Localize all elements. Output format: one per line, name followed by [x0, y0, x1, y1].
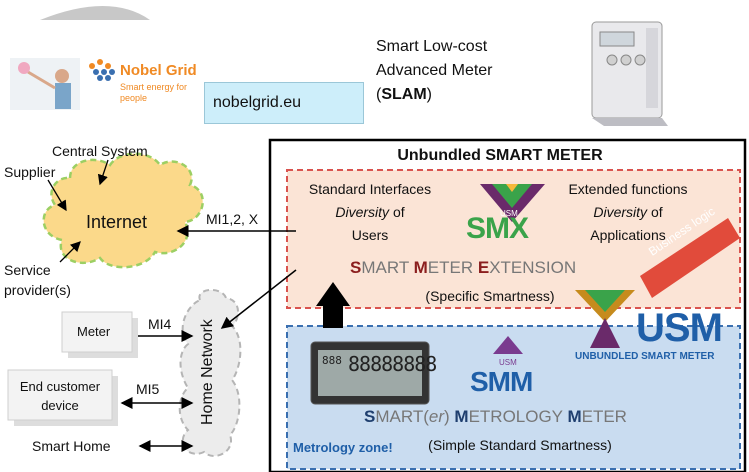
service-provider-label-1: Service — [4, 262, 51, 278]
met-close: ) — [443, 407, 450, 426]
specific-smartness-label: (Specific Smartness) — [425, 288, 555, 304]
met-er: er — [428, 407, 444, 426]
internet-cloud — [42, 152, 204, 269]
met-etrology: ETROLOGY — [468, 407, 568, 426]
unbundled-title: Unbundled SMART METER — [397, 147, 603, 164]
slam-line2: Advanced Meter — [376, 62, 493, 79]
end-customer-label-1: End customer — [19, 379, 101, 394]
met-eter: ETER — [581, 407, 627, 426]
smart-home-label: Smart Home — [32, 438, 111, 454]
meter-box — [61, 311, 133, 353]
lcd-small-digits: 888 — [322, 354, 342, 367]
diversity-users-line: Diversity of — [290, 204, 450, 220]
lcd-digits: 88888888 — [348, 352, 437, 376]
lcd-display — [310, 341, 430, 405]
slam-line1: Smart Low-cost — [376, 38, 488, 55]
of-word-users: of — [392, 204, 405, 220]
usm-logo: USM — [636, 306, 723, 350]
arrow-supplier — [47, 179, 67, 212]
arrow-to-home-network — [220, 269, 297, 329]
diversity-apps-line: Diversity of — [538, 204, 718, 220]
arrow-central-system — [97, 159, 109, 186]
smm-logo: SMM — [470, 366, 533, 397]
nobelgrid-logo-icon — [89, 59, 115, 81]
slam-paren-close: ) — [426, 86, 432, 103]
met-mart: MART( — [375, 407, 429, 426]
smart-metrology-meter-title: SMART(er) METROLOGY METER — [364, 407, 627, 427]
brand-name: Nobel Grid — [120, 62, 197, 79]
slam-acronym: SLAM — [381, 86, 427, 103]
smm-small-label: USM — [499, 358, 517, 367]
usm-caption: UNBUNDLED SMART METER — [575, 351, 715, 362]
end-customer-label-2: device — [41, 398, 79, 413]
home-network-cloud — [178, 289, 242, 457]
smm-triangle-icon — [493, 336, 523, 354]
users-label: Users — [351, 227, 389, 243]
met-s: S — [364, 407, 376, 426]
mi5-label: MI5 — [136, 381, 160, 397]
smx-small-label: USM — [500, 209, 518, 218]
up-arrow-icon — [316, 282, 350, 328]
meter-label: Meter — [77, 324, 111, 339]
smx-logo: SMX — [466, 212, 529, 245]
ext-m: M — [413, 258, 428, 277]
applications-label: Applications — [590, 227, 666, 243]
service-provider-label-2: provider(s) — [4, 282, 71, 298]
meter-device-picture — [591, 21, 668, 126]
arrow-service-provider — [59, 241, 81, 263]
supplier-label: Supplier — [4, 164, 56, 180]
home-network-label: Home Network — [199, 319, 216, 425]
ext-eter: ETER — [427, 258, 478, 277]
top-arc-decoration — [40, 6, 150, 20]
brand-tagline: Smart energy for people — [120, 82, 188, 103]
of-word-apps: of — [650, 204, 663, 220]
ext-s: S — [350, 258, 362, 277]
end-customer-box — [7, 369, 113, 421]
ext-mart: MART — [361, 258, 414, 277]
smart-meter-extension-title: SMART METER EXTENSION — [350, 258, 576, 278]
mi123x-label: MI1,2, X — [206, 211, 259, 227]
std-interfaces-label: Standard Interfaces — [308, 181, 432, 197]
person-photo — [10, 58, 80, 110]
diversity-word-users: Diversity — [335, 204, 390, 220]
met-m2: M — [567, 407, 582, 426]
slam-paren-open: ( — [376, 86, 382, 103]
slam-line3: (SLAM) — [376, 86, 432, 104]
met-m1: M — [454, 407, 469, 426]
internet-label: Internet — [86, 212, 148, 232]
extended-functions-label: Extended functions — [568, 181, 688, 197]
ext-xt: XTENSION — [489, 258, 577, 277]
diversity-word-apps: Diversity — [593, 204, 648, 220]
metrology-zone-label: Metrology zone! — [293, 440, 393, 455]
business-logic-ribbon — [640, 218, 740, 298]
url-text: nobelgrid.eu — [213, 94, 302, 111]
usm-triangle-icon — [575, 290, 635, 348]
nobelgrid-url-link[interactable]: nobelgrid.eu — [204, 82, 364, 124]
simple-smartness-label: (Simple Standard Smartness) — [428, 437, 612, 453]
ext-e: E — [477, 258, 490, 277]
smx-triangle-icon — [480, 184, 545, 222]
mi4-label: MI4 — [148, 316, 172, 332]
central-system-label: Central System — [52, 143, 148, 159]
